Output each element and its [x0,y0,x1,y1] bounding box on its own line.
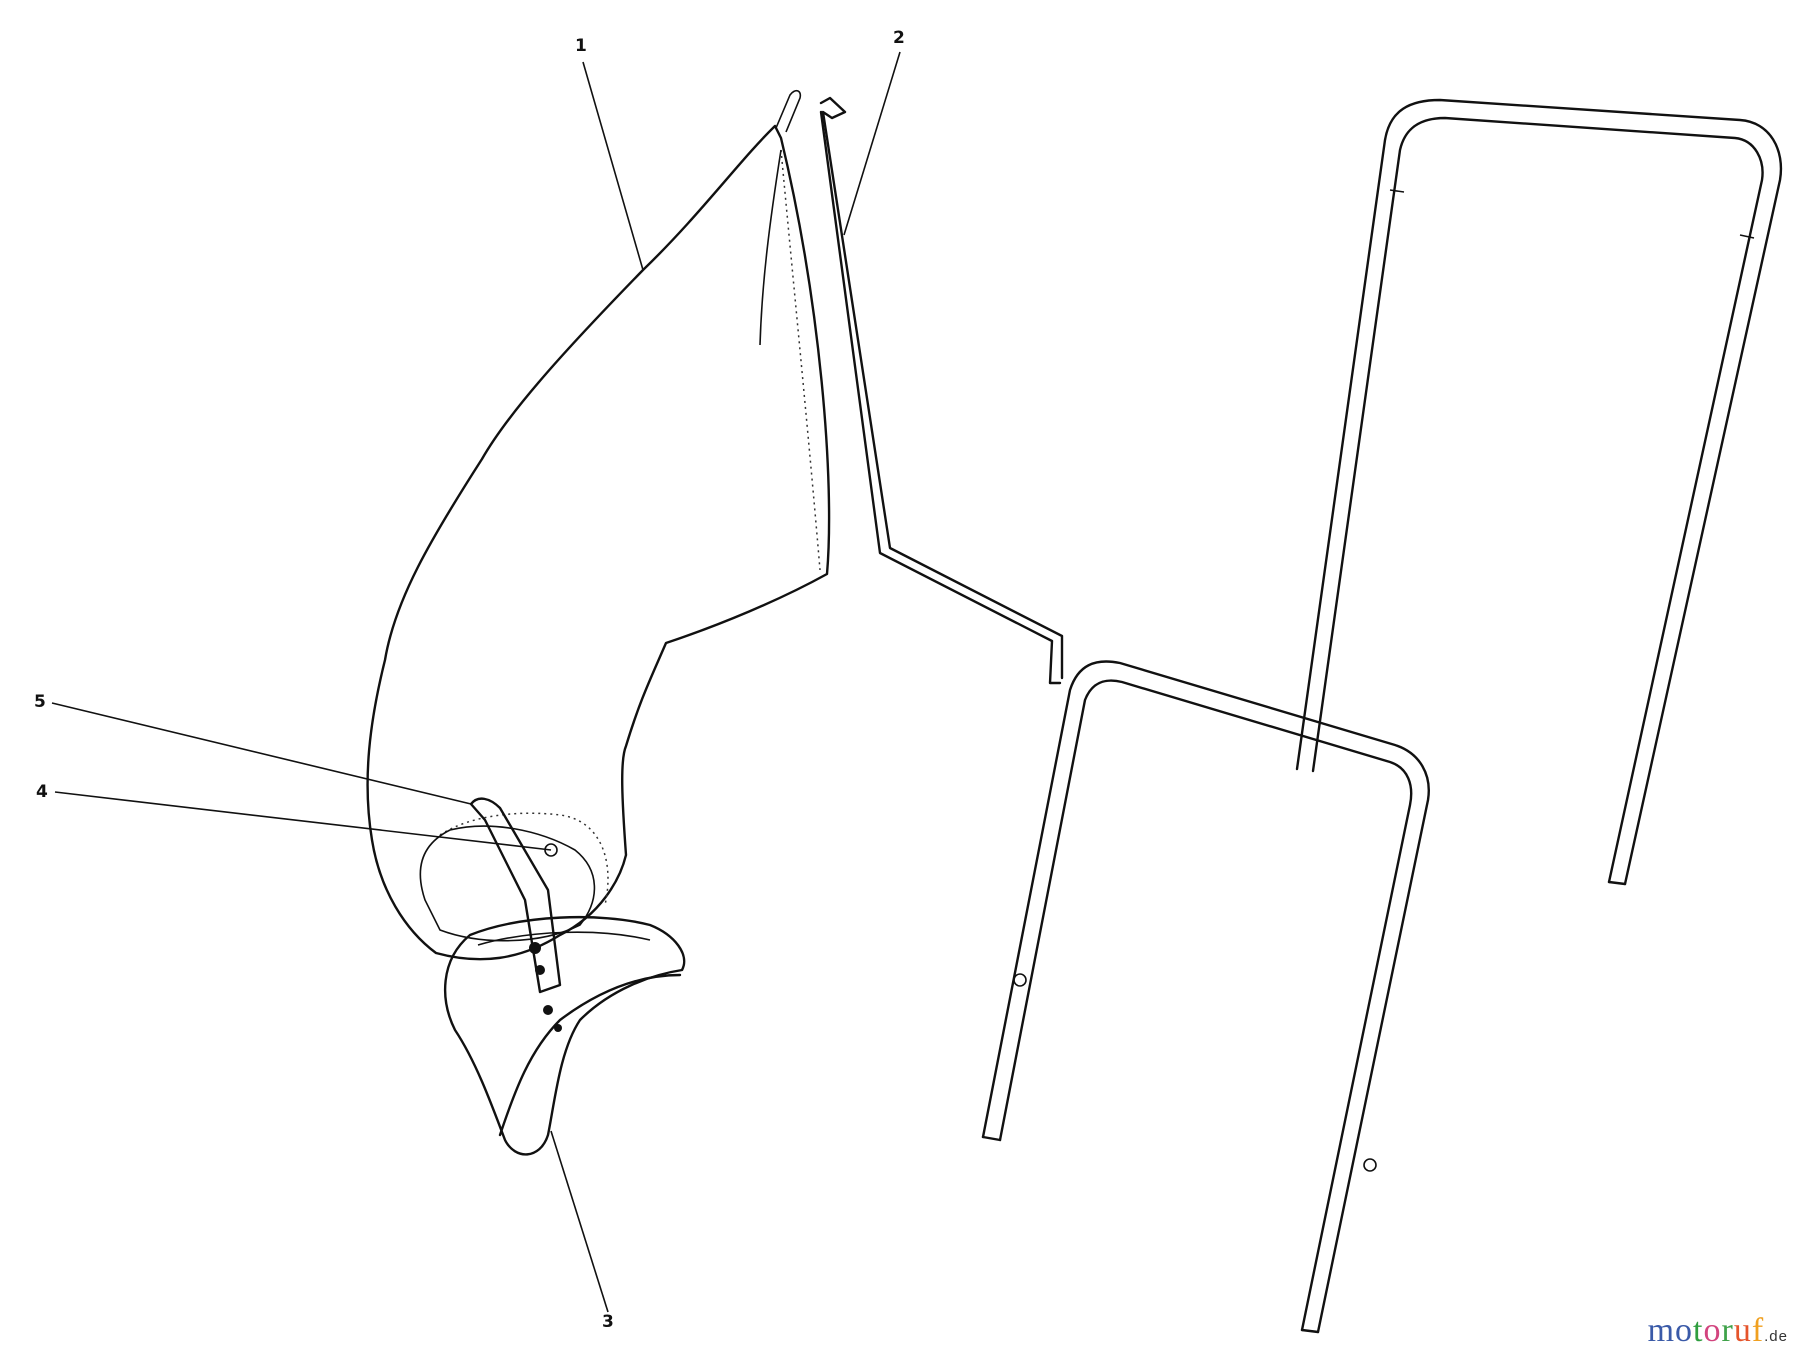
upper-handle [1295,98,1783,886]
watermark-logo: motoruf.de [1648,1312,1788,1350]
callout-5: 5 [34,692,46,712]
callout-2: 2 [893,28,905,48]
watermark-letter: m [1647,1312,1676,1349]
callout-3: 3 [602,1312,614,1332]
watermark-letter: f [1751,1312,1765,1349]
watermark-letter: o [1703,1312,1722,1349]
strap-and-pin [469,797,562,1032]
lower-handle [981,660,1430,1334]
chute-adapter [444,915,686,1156]
watermark-suffix: .de [1764,1328,1788,1345]
watermark-letter: t [1693,1312,1704,1349]
callout-4: 4 [36,782,48,802]
watermark-letter: o [1675,1312,1694,1349]
callout-1: 1 [575,36,587,56]
rod [819,96,1064,685]
leader-lines [51,51,901,1313]
watermark-letter: u [1733,1312,1752,1349]
grass-bag [366,89,831,961]
watermark-letter: r [1721,1312,1734,1349]
